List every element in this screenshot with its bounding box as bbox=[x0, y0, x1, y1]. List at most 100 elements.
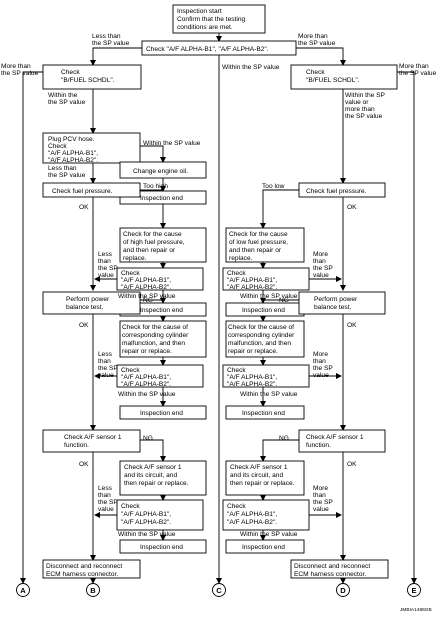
label-lt-3a: Less bbox=[98, 485, 113, 492]
label-pcv-less-2: the SP value bbox=[48, 172, 86, 179]
rca1-line-1: Check bbox=[227, 270, 246, 277]
label-mt-far-left-1: More than bbox=[1, 63, 31, 70]
label-lt-top-2: the SP value bbox=[92, 40, 130, 47]
label-within-r3: Within the SP value bbox=[240, 531, 298, 538]
label-mt-1b: than bbox=[313, 258, 326, 265]
label-lt-3b: than bbox=[98, 492, 111, 499]
high-fuel-line-2: of high fuel pressure, bbox=[123, 239, 185, 246]
rca2-line-1: Check bbox=[227, 367, 246, 374]
label-ng-right-af: NG bbox=[279, 435, 289, 442]
high-fuel-line-4: replace. bbox=[123, 255, 147, 262]
label-ok-af-left: OK bbox=[79, 461, 89, 468]
left-af-repair-box bbox=[119, 460, 207, 496]
label-ng-right-power: NG bbox=[279, 297, 289, 304]
label-within-r1: Within the SP value bbox=[240, 293, 298, 300]
label-mt-2a: More bbox=[313, 351, 328, 358]
right-check-alpha-box-1 bbox=[222, 267, 310, 291]
label-ok-power-right: OK bbox=[347, 322, 357, 329]
right-fuel-pressure-box bbox=[298, 182, 386, 198]
pcv-box bbox=[42, 132, 141, 164]
left-check-alpha-box-3 bbox=[116, 499, 204, 531]
right-af-sensor-box bbox=[298, 429, 386, 453]
label-within-left-2: the SP value bbox=[48, 99, 86, 106]
label-lt-3d: value bbox=[98, 506, 114, 513]
label-too-low: Too low bbox=[262, 183, 285, 190]
label-within-r2: Within the SP value bbox=[240, 391, 298, 398]
left-bfuel-line-1: Check bbox=[61, 69, 80, 76]
lca1-line-1: Check bbox=[121, 270, 140, 277]
right-inspection-end-box-3 bbox=[225, 405, 305, 420]
left-fuel-pressure-text: Check fuel pressure. bbox=[52, 188, 113, 195]
terminal-b bbox=[86, 583, 100, 597]
left-bfuel-line-2: "B/FUEL SCHDL". bbox=[61, 77, 115, 84]
rca2-line-2: "A/F ALPHA-B1", bbox=[227, 374, 277, 381]
left-power-balance-box bbox=[42, 291, 141, 315]
right-power-line-2: balance test. bbox=[314, 304, 352, 311]
lca2-line-1: Check bbox=[121, 367, 140, 374]
label-ok-power-left: OK bbox=[79, 322, 89, 329]
right-af-line-2: function. bbox=[306, 442, 331, 449]
label-mt-far-left-2: the SP value bbox=[1, 70, 39, 77]
label-within-right-3: more than bbox=[345, 106, 375, 113]
left-af-sensor-box bbox=[42, 429, 141, 453]
label-ok-fuel-right: OK bbox=[347, 204, 357, 211]
label-lt-1b: than bbox=[98, 258, 111, 265]
rcyl-line-1: Check for the cause of bbox=[228, 324, 294, 331]
lca1-line-2: "A/F ALPHA-B1", bbox=[121, 277, 171, 284]
laf-repair-line-2: and its circuit, and bbox=[124, 472, 177, 479]
figure-code: JMBIA1486GB bbox=[400, 607, 432, 613]
label-lt-1c: the SP bbox=[98, 265, 118, 272]
label-within-right-1: Within the SP bbox=[345, 92, 386, 99]
left-bfuel-box bbox=[42, 64, 142, 90]
box-texts: Inspection start Confirm that the testin… bbox=[46, 8, 370, 578]
inspection-end-1: Inspection end bbox=[140, 195, 183, 202]
terminal-a bbox=[16, 583, 30, 597]
terminals: A B C D E bbox=[16, 583, 421, 597]
right-cylinder-box bbox=[225, 320, 305, 358]
inspection-end-2l: Inspection end bbox=[140, 307, 183, 314]
raf-repair-line-1: Check A/F sensor 1 bbox=[230, 464, 288, 471]
low-fuel-line-3: and then repair or bbox=[229, 247, 282, 254]
label-lt-2b: than bbox=[98, 358, 111, 365]
label-within-right-4: the SP value bbox=[345, 113, 383, 120]
label-ok-fuel-left: OK bbox=[79, 204, 89, 211]
inspection-end-box-1 bbox=[119, 190, 207, 205]
start-line-3: conditions are met. bbox=[177, 24, 233, 31]
label-pcv-within: Within the SP value bbox=[143, 140, 201, 147]
high-fuel-line-3: and then repair or bbox=[123, 247, 176, 254]
pcv-line-3: "A/F ALPHA-B1", bbox=[48, 150, 98, 157]
label-within-l3: Within the SP value bbox=[118, 531, 176, 538]
left-inspection-end-box-3 bbox=[119, 405, 207, 420]
terminal-c-label: C bbox=[216, 586, 222, 595]
label-lt-2c: the SP bbox=[98, 365, 118, 372]
label-mt-far-right-2: the SP value bbox=[399, 70, 437, 77]
label-within-left-1: Within the bbox=[48, 92, 78, 99]
right-bfuel-line-2: "B/FUEL SCHDL". bbox=[306, 77, 360, 84]
start-box bbox=[172, 4, 266, 34]
right-low-fuel-box bbox=[225, 227, 305, 263]
label-mt-2c: the SP bbox=[313, 365, 333, 372]
label-within-center: Within the SP value bbox=[222, 64, 280, 71]
lca3-line-3: "A/F ALPHA-B2". bbox=[121, 519, 171, 526]
right-af-repair-box bbox=[225, 460, 305, 496]
lca2-line-2: "A/F ALPHA-B1", bbox=[121, 374, 171, 381]
right-disconnect-box bbox=[290, 559, 389, 579]
inspection-end-4l: Inspection end bbox=[140, 544, 183, 551]
inspection-end-2r: Inspection end bbox=[242, 307, 285, 314]
lca3-line-1: Check bbox=[121, 503, 140, 510]
right-bfuel-line-1: Check bbox=[306, 69, 325, 76]
left-check-alpha-box-1 bbox=[116, 267, 204, 291]
edge-labels: Less than the SP value More than the SP … bbox=[1, 33, 437, 538]
boxes bbox=[42, 4, 398, 579]
label-mt-1d: value bbox=[313, 272, 329, 279]
label-lt-2d: value bbox=[98, 372, 114, 379]
label-lt-1d: value bbox=[98, 272, 114, 279]
label-lt-2a: Less bbox=[98, 351, 113, 358]
low-fuel-line-4: replace. bbox=[229, 255, 253, 262]
rcyl-line-4: repair or replace. bbox=[228, 348, 278, 355]
left-inspection-end-box-4 bbox=[119, 539, 207, 554]
rca3-line-1: Check bbox=[227, 503, 246, 510]
label-ng-left-power: NG bbox=[143, 297, 153, 304]
